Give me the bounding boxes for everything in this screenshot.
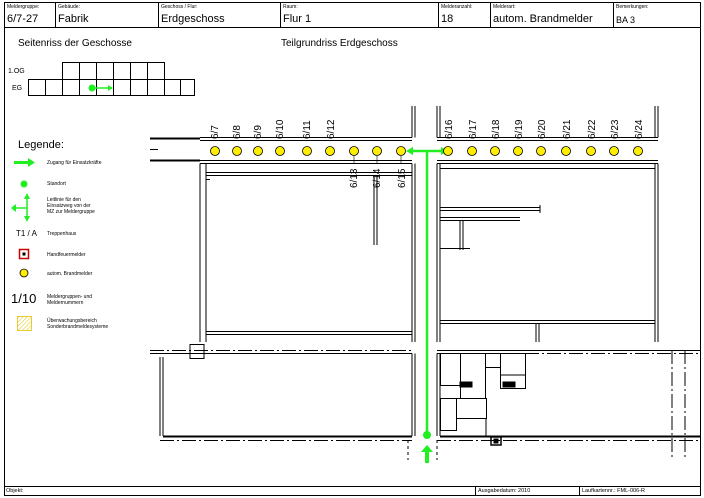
legend-symbol-numbers: 1/10 <box>11 291 37 306</box>
label-6-14: 6/14 <box>372 168 383 188</box>
legend-symbol-location <box>20 180 28 188</box>
legend-text-manual-call: Handfeuermelder <box>47 252 86 258</box>
route-line <box>406 147 448 463</box>
value-bemerkungen: BA 3 <box>616 15 636 25</box>
value-geschoss: Erdgeschoss <box>161 13 225 25</box>
detector-row <box>210 146 643 156</box>
legend-symbol-access-arrow <box>14 158 35 167</box>
label-6-20: 6/20 <box>537 119 548 139</box>
label-6-24: 6/24 <box>634 119 645 139</box>
elevation-sketch <box>28 62 195 96</box>
legend-symbol-special <box>17 316 32 331</box>
label-6-8: 6/8 <box>232 125 243 139</box>
legend-symbol-manual-call <box>18 248 30 260</box>
label-6-13: 6/13 <box>349 168 360 188</box>
label-6-11: 6/11 <box>302 120 313 139</box>
label-6-22: 6/22 <box>587 119 598 139</box>
caption-meldergruppe: Meldergruppe: <box>7 4 40 10</box>
label-6-7: 6/7 <box>210 125 221 139</box>
label-6-19: 6/19 <box>514 119 525 139</box>
label-6-12: 6/12 <box>326 119 337 139</box>
caption-raum: Raum: <box>283 4 298 10</box>
legend-title: Legende: <box>18 139 64 151</box>
elevation-location-marker <box>88 84 113 92</box>
elevation-title: Seitenriss der Geschosse <box>18 38 132 49</box>
caption-bemerkungen: Bemerkungen: <box>616 4 649 10</box>
value-gebaeude: Fabrik <box>58 13 89 25</box>
legend-text-detector: autom. Brandmelder <box>47 271 93 277</box>
detector-labels: 6/7 6/8 6/9 6/10 6/11 6/12 6/13 6/14 6/1… <box>210 119 645 188</box>
label-6-16: 6/16 <box>444 119 455 139</box>
label-6-17: 6/17 <box>468 119 479 139</box>
legend-symbol-stair: T1 / A <box>16 229 37 238</box>
floor-label-eg: EG <box>12 85 23 92</box>
legend-text-location: Standort <box>47 181 66 187</box>
floor-label-1og: 1.OG <box>8 68 25 75</box>
legend-text-numbers: Meldergruppen- und Meldernummern <box>47 294 93 306</box>
legend-text-special: Überwachungsbereich Sonderbrandmeldesyst… <box>47 318 109 330</box>
value-melderanzahl: 18 <box>441 13 454 25</box>
label-6-15: 6/15 <box>397 168 408 188</box>
caption-geschoss: Geschoss / Flur: <box>161 4 198 10</box>
caption-gebaeude: Gebäude: <box>58 4 80 10</box>
label-6-9: 6/9 <box>253 125 264 139</box>
caption-melderanzahl: Melderanzahl: <box>441 4 473 10</box>
plan-title: Teilgrundriss Erdgeschoss <box>281 38 398 49</box>
label-leaders <box>353 156 402 163</box>
legend-text-access: Zugang für Einsatzkräfte <box>47 160 102 166</box>
caption-melderart: Melderart: <box>493 4 516 10</box>
footer-sheet: Laufkartennr.: FML-006-R <box>582 488 645 494</box>
frame <box>4 2 701 496</box>
label-6-23: 6/23 <box>610 119 621 139</box>
label-6-18: 6/18 <box>491 119 502 139</box>
value-melderart: autom. Brandmelder <box>493 13 593 25</box>
label-6-21: 6/21 <box>562 119 573 139</box>
footer-date: Ausgabedatum: 2010 <box>478 488 531 494</box>
legend-symbol-route <box>11 193 30 222</box>
legend-text-route: Leitlinie für den Einsatzweg von der MZ … <box>47 197 95 215</box>
value-raum: Flur 1 <box>283 13 312 25</box>
floor-plan <box>150 106 700 460</box>
value-meldergruppe: 6/7-27 <box>7 13 39 25</box>
legend-symbol-detector <box>19 268 29 278</box>
legend-text-stair: Treppenhaus <box>47 231 77 237</box>
label-6-10: 6/10 <box>275 119 286 139</box>
footer-object: Objekt: <box>6 488 24 494</box>
